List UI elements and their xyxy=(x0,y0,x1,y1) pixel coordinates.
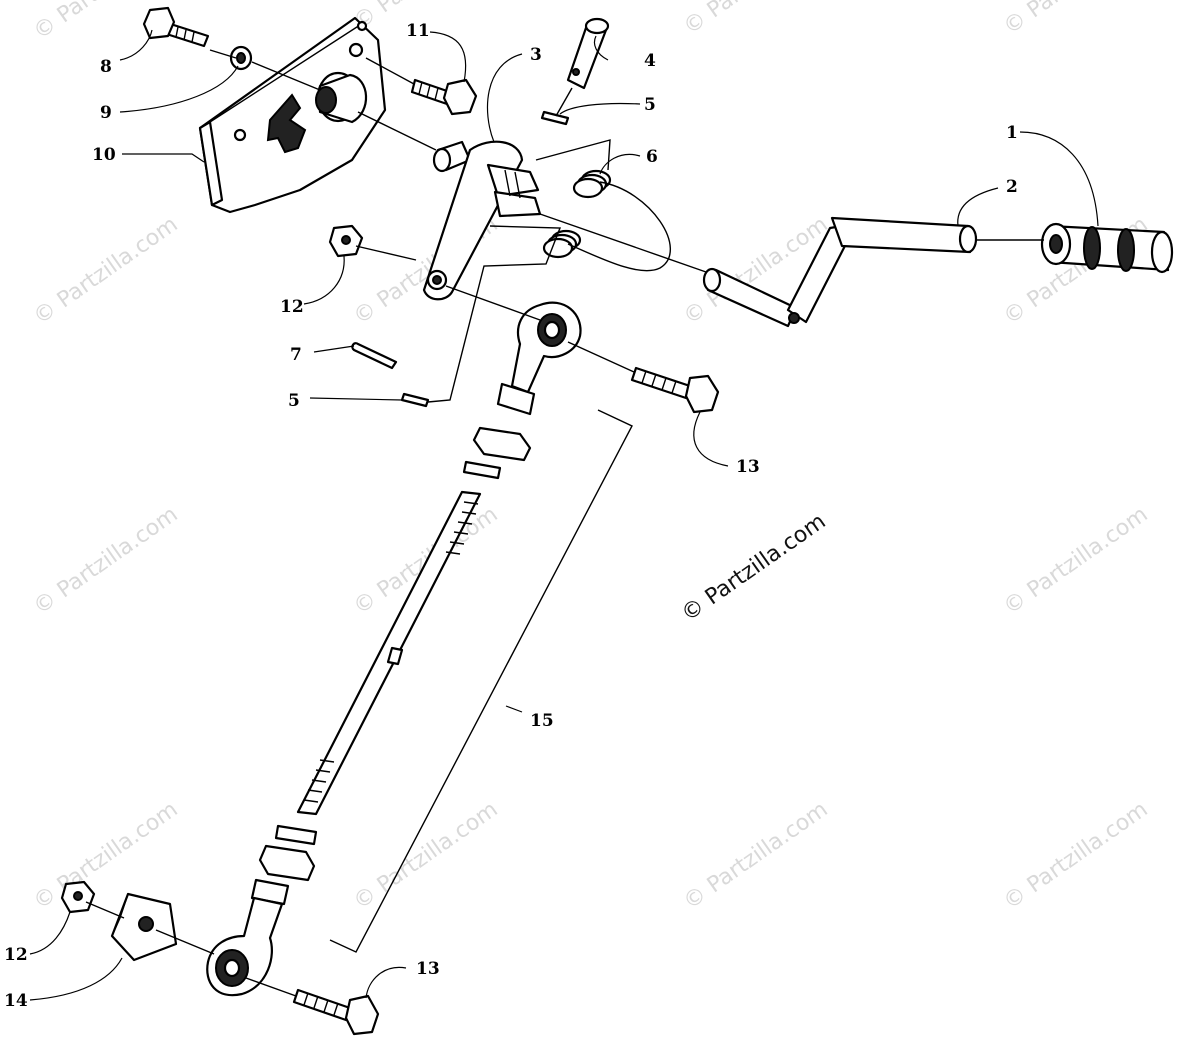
callout-13-lower: 13 xyxy=(416,959,440,979)
jam-nut-upper xyxy=(472,426,532,462)
callout-14: 14 xyxy=(4,991,28,1011)
part-10-bracket xyxy=(198,16,387,214)
part-13-bolt-lower xyxy=(292,988,380,1036)
callout-1: 1 xyxy=(1006,123,1018,143)
callout-leaders xyxy=(29,29,1099,1001)
callout-12-lower: 12 xyxy=(4,945,28,965)
callout-2: 2 xyxy=(1006,177,1018,197)
part-1-grip xyxy=(1040,222,1174,274)
watermark: © Partzilla.com xyxy=(999,797,1152,915)
watermark: © Partzilla.com xyxy=(999,502,1152,620)
callout-5-bottom: 5 xyxy=(288,391,300,411)
callout-4: 4 xyxy=(644,51,656,71)
callout-6: 6 xyxy=(646,147,658,167)
callout-10: 10 xyxy=(92,145,116,165)
spring-wire xyxy=(567,181,672,272)
part-6-spring-upper xyxy=(572,169,612,199)
callout-11: 11 xyxy=(406,21,430,41)
callout-labels: 1 2 3 4 5 5 6 7 8 9 10 11 12 12 13 13 14… xyxy=(4,21,1018,1011)
callout-7: 7 xyxy=(290,345,302,365)
watermark: © Partzilla.com xyxy=(679,0,832,40)
callout-5-top: 5 xyxy=(644,95,656,115)
part-7-cotter-pin xyxy=(351,342,398,370)
assembly-guide-lines xyxy=(85,49,1044,997)
part-2-shift-arm xyxy=(702,216,978,328)
watermark: © Partzilla.com xyxy=(349,797,502,915)
jam-nut-lower xyxy=(258,844,316,882)
callout-9: 9 xyxy=(100,103,112,123)
copyright-credit: © Partzilla.com xyxy=(677,509,830,627)
watermark: © Partzilla.com xyxy=(679,797,832,915)
callout-15: 15 xyxy=(530,711,554,731)
callout-12-upper: 12 xyxy=(280,297,304,317)
part-13-bolt-upper xyxy=(630,366,720,414)
part-5-pin-top xyxy=(540,110,570,126)
part-14-block xyxy=(110,892,178,962)
part-5-pin-bottom xyxy=(400,392,430,408)
washer-upper xyxy=(462,460,502,480)
adjusting-rod xyxy=(296,490,482,816)
rod-end-upper xyxy=(496,301,582,416)
watermark: © Partzilla.com xyxy=(29,797,182,915)
washer-lower xyxy=(274,824,318,846)
part-4-pin xyxy=(566,17,610,90)
part-9-washer xyxy=(229,45,253,71)
watermark: © Partzilla.com xyxy=(999,0,1152,40)
watermark: © Partzilla.com xyxy=(29,212,182,330)
part-8-bolt xyxy=(142,6,210,48)
watermark: © Partzilla.com xyxy=(29,502,182,620)
part-11-bolt xyxy=(410,78,478,116)
rod-end-lower xyxy=(206,878,290,997)
watermarks: © Partzilla.com © Partzilla.com © Partzi… xyxy=(29,0,1152,915)
part-12-nut-upper xyxy=(328,224,364,258)
callout-3: 3 xyxy=(530,45,542,65)
callout-13-upper: 13 xyxy=(736,457,760,477)
part-12-nut-lower xyxy=(60,880,96,914)
part-6-spring-lower xyxy=(542,229,582,259)
part-3-shift-lever xyxy=(422,140,542,301)
callout-8: 8 xyxy=(100,57,112,77)
